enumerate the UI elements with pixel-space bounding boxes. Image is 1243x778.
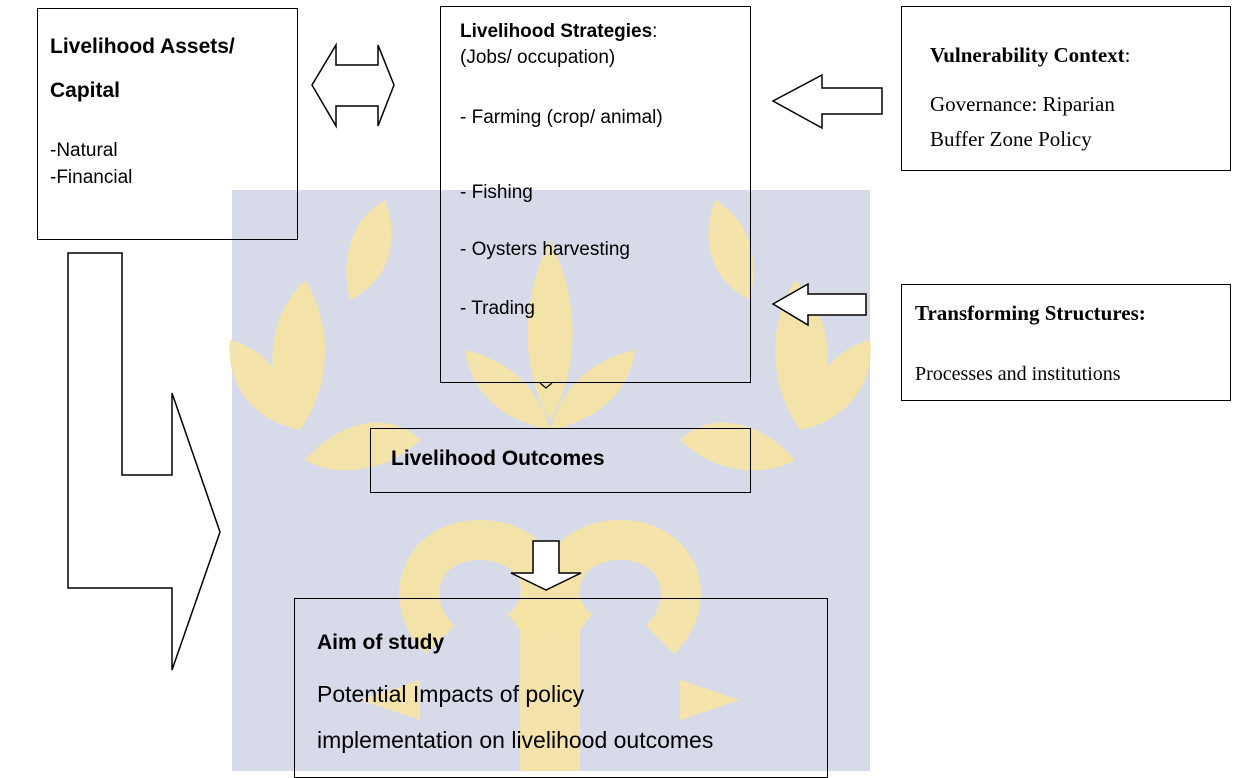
assets-title-line1: Livelihood Assets/	[50, 35, 235, 58]
assets-item-financial: -Financial	[50, 167, 133, 188]
vulnerability-title-line: Vulnerability Context:	[930, 43, 1131, 68]
aim-body-line1: Potential Impacts of policy	[317, 681, 585, 707]
arrow-assets-to-aim	[67, 252, 221, 671]
aim-body-line2: implementation on livelihood outcomes	[317, 727, 714, 753]
livelihood-strategies-box: Livelihood Strategies: (Jobs/ occupation…	[440, 6, 751, 383]
strategies-title: Livelihood Strategies	[460, 21, 653, 42]
transforming-structures-box: Transforming Structures: Processes and i…	[901, 284, 1231, 401]
arrow-outcomes-to-aim	[510, 540, 582, 591]
strategies-title-line: Livelihood Strategies:	[460, 21, 657, 43]
aim-title: Aim of study	[317, 631, 445, 654]
assets-title-line2: Capital	[50, 79, 121, 102]
livelihood-assets-box: Livelihood Assets/ Capital -Natural -Fin…	[37, 8, 298, 240]
strategies-colon: :	[652, 21, 658, 42]
vulnerability-context-box: Vulnerability Context: Governance: Ripar…	[901, 6, 1231, 171]
strategies-item-farming: - Farming (crop/ animal)	[460, 107, 663, 128]
strategies-item-fishing: - Fishing	[460, 182, 533, 203]
transforming-body: Processes and institutions	[915, 363, 1121, 385]
assets-item-natural: -Natural	[50, 140, 118, 161]
vulnerability-body-line1: Governance: Riparian	[930, 92, 1115, 116]
arrow-transforming-to-strategies	[771, 282, 867, 327]
vulnerability-colon: :	[1124, 43, 1131, 67]
transforming-title: Transforming Structures:	[915, 301, 1146, 325]
double-arrow-assets-strategies	[311, 42, 395, 129]
strategies-item-oysters: - Oysters harvesting	[460, 239, 630, 260]
livelihood-outcomes-box: Livelihood Outcomes	[370, 428, 751, 493]
strategies-item-trading: - Trading	[460, 298, 535, 319]
aim-of-study-box: Aim of study Potential Impacts of policy…	[294, 598, 828, 778]
strategies-subtitle: (Jobs/ occupation)	[460, 47, 616, 68]
arrow-vulnerability-to-strategies	[771, 73, 883, 130]
vulnerability-body-line2: Buffer Zone Policy	[930, 127, 1092, 151]
outcomes-title: Livelihood Outcomes	[391, 447, 605, 470]
vulnerability-title: Vulnerability Context	[930, 43, 1125, 67]
